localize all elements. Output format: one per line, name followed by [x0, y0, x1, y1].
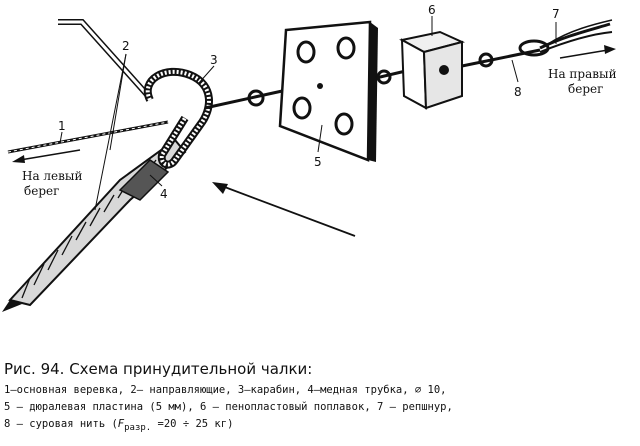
callout-4: 4 [160, 187, 168, 201]
foam-float [399, 30, 465, 110]
main-rope [7, 120, 169, 154]
carabiner [143, 67, 213, 169]
caption-title: Рис. 94. Схема принудительной чалки: [4, 360, 313, 378]
caption-line-1: 1—основная веревка, 2— направляющие, 3—к… [4, 384, 447, 396]
flow-direction-arrow [212, 182, 356, 237]
schematic-figure: На левый берег [2, 3, 617, 312]
upper-guide-rod [58, 19, 153, 101]
callout-1: 1 [58, 119, 66, 133]
callout-5: 5 [314, 155, 322, 169]
caption-line-3-prefix: 8 — суровая нить ( [4, 418, 118, 430]
callout-8: 8 [514, 85, 522, 99]
caption-line-3: 8 — суровая нить (Fразр. =20 ÷ 25 кг) [4, 416, 636, 437]
callout-7: 7 [552, 7, 560, 21]
callout-6: 6 [428, 3, 436, 17]
caption-force-symbol: F [117, 418, 125, 430]
right-bank-label-2: берег [568, 82, 603, 96]
caption-force-subscript: разр. [124, 423, 152, 434]
callout-2: 2 [122, 39, 130, 53]
caption-line-3-suffix: =20 ÷ 25 кг) [151, 418, 234, 430]
duralumin-plate [278, 20, 378, 162]
copper-tube [118, 159, 170, 201]
rope-to-right-bank [461, 19, 613, 68]
figure-caption: Рис. 94. Схема принудительной чалки: 1—о… [4, 360, 636, 437]
right-bank-arrow [559, 45, 616, 59]
caption-line-2: 5 — дюралевая пластина (5 мм), 6 — пеноп… [4, 401, 453, 413]
right-bank-label-1: На правый [548, 67, 617, 81]
left-bank-label-2: берег [24, 184, 59, 198]
left-bank-arrow [12, 149, 81, 163]
callout-leaders [59, 16, 557, 211]
left-bank-label-1: На левый [22, 169, 82, 183]
callout-3: 3 [210, 53, 218, 67]
